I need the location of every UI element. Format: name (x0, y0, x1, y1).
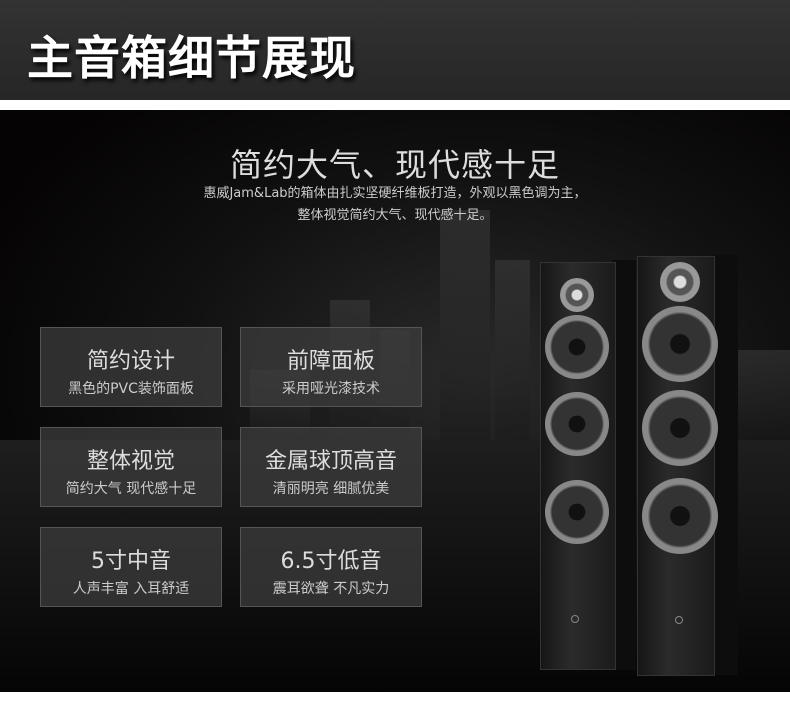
feature-card: 金属球顶高音清丽明亮 细腻优美 (240, 427, 422, 507)
feature-title: 6.5寸低音 (280, 549, 382, 574)
feature-card: 简约设计黑色的PVC装饰面板 (40, 327, 222, 407)
feature-desc: 简约大气 现代感十足 (65, 481, 197, 497)
feature-title: 5寸中音 (91, 549, 171, 574)
intro-text: 惠威Jam&Lab的箱体由扎实坚硬纤维板打造，外观以黑色调为主， 整体视觉简约大… (0, 183, 790, 227)
feature-title: 整体视觉 (86, 449, 175, 474)
section-title: 主音箱细节展现 (27, 31, 356, 85)
feature-card: 整体视觉简约大气 现代感十足 (40, 427, 222, 507)
product-banner: 简约大气、现代感十足 惠威Jam&Lab的箱体由扎实坚硬纤维板打造，外观以黑色调… (0, 110, 790, 692)
feature-card: 6.5寸低音震耳欲聋 不凡实力 (240, 527, 422, 607)
feature-desc: 震耳欲聋 不凡实力 (272, 581, 390, 597)
feature-desc: 人声丰富 入耳舒适 (72, 581, 190, 597)
feature-card: 5寸中音人声丰富 入耳舒适 (40, 527, 222, 607)
feature-title: 金属球顶高音 (264, 449, 397, 474)
intro-line-1: 惠威Jam&Lab的箱体由扎实坚硬纤维板打造，外观以黑色调为主， (203, 186, 587, 201)
headline: 简约大气、现代感十足 (229, 146, 560, 184)
feature-title: 前障面板 (286, 349, 375, 374)
feature-desc: 采用哑光漆技术 (282, 381, 380, 397)
feature-desc: 黑色的PVC装饰面板 (68, 381, 194, 397)
feature-desc: 清丽明亮 细腻优美 (272, 481, 390, 497)
feature-title: 简约设计 (86, 349, 175, 374)
bottom-margin (0, 692, 790, 704)
feature-card: 前障面板采用哑光漆技术 (240, 327, 422, 407)
section-header: 主音箱细节展现 (0, 0, 790, 100)
intro-line-2: 整体视觉简约大气、现代感十足。 (297, 208, 493, 223)
